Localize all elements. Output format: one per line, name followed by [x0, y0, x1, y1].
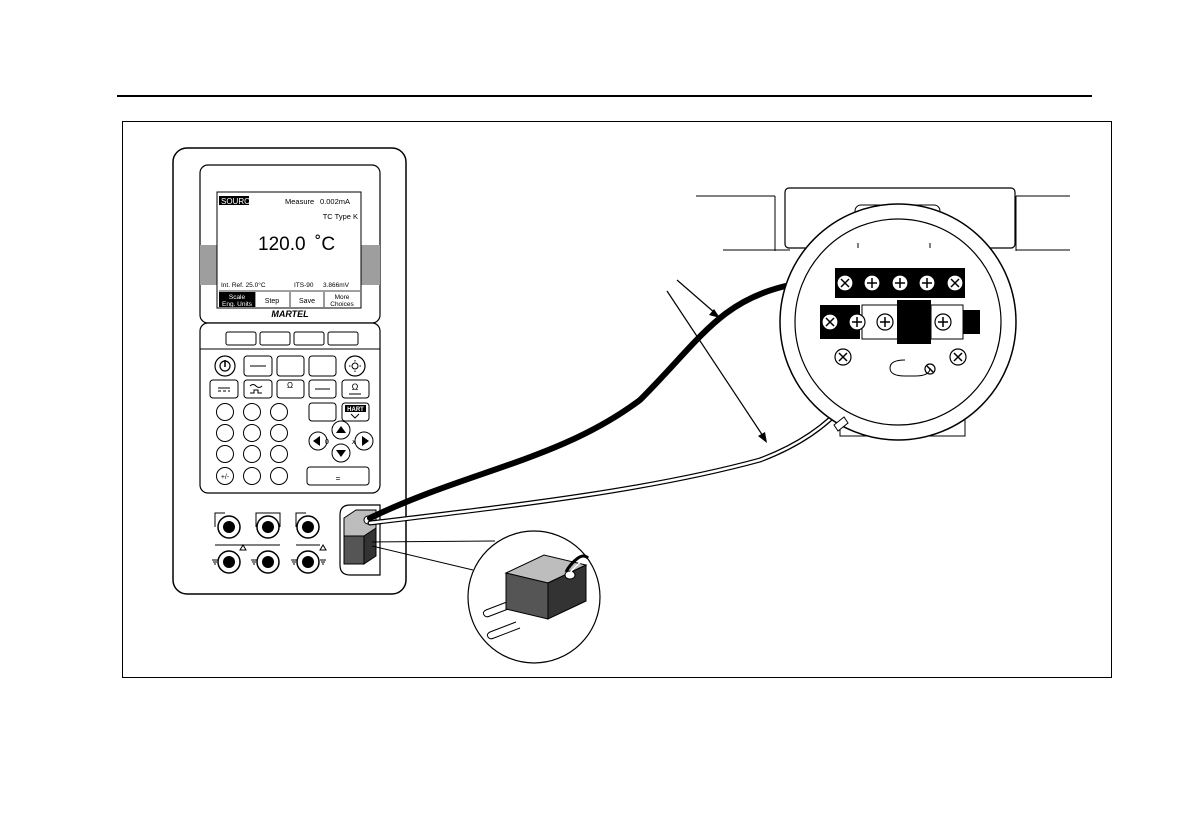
numeric-key[interactable] — [244, 425, 261, 442]
numeric-key[interactable] — [271, 425, 288, 442]
softkey-4-line1: More — [335, 294, 350, 301]
numeric-key[interactable] — [244, 404, 261, 421]
numeric-key[interactable] — [271, 468, 288, 485]
x-symbol: x — [351, 439, 356, 446]
numeric-key[interactable] — [217, 404, 234, 421]
function-key-3[interactable] — [309, 356, 336, 376]
terminal-block-center — [897, 300, 931, 344]
enter-label: = — [336, 474, 341, 483]
numeric-key[interactable] — [244, 446, 261, 463]
mode-tag: SOURCE — [221, 197, 255, 206]
resistance-icon: Ω — [287, 381, 293, 390]
ohm-source-icon: Ω — [352, 382, 359, 392]
softkey-1-line2: Eng. Units — [222, 301, 253, 308]
numeric-key[interactable] — [271, 404, 288, 421]
int-ref: Int. Ref. 25.0°C — [221, 281, 266, 289]
softkey-3-button[interactable] — [294, 332, 324, 345]
softkey-1-button[interactable] — [226, 332, 256, 345]
tc-type: TC Type K — [323, 212, 358, 221]
pointer-arrows — [667, 280, 767, 443]
hart-label: HART — [347, 407, 364, 413]
softkey-2-label: Step — [265, 298, 280, 305]
brand-logo: MARTEL — [271, 309, 308, 319]
function-key-2[interactable] — [277, 356, 304, 376]
plus-minus-label: +/- — [221, 474, 230, 481]
numeric-key[interactable] — [217, 446, 234, 463]
numeric-key[interactable] — [244, 468, 261, 485]
its-label: ITS-90 — [294, 282, 314, 289]
softkey-4-button[interactable] — [328, 332, 358, 345]
measure-label: Measure — [285, 197, 314, 206]
zero-symbol: 0 — [325, 439, 329, 446]
function-key-5[interactable] — [309, 403, 336, 421]
softkey-3-label: Save — [299, 298, 315, 305]
measure-value: 0.002mA — [320, 197, 350, 206]
numeric-key[interactable] — [271, 446, 288, 463]
softkey-4-line2: Choices — [330, 301, 354, 308]
main-value: 120.0 — [258, 234, 306, 255]
dc-button[interactable] — [210, 380, 238, 398]
softkey-2-button[interactable] — [260, 332, 290, 345]
ac-button[interactable] — [244, 380, 272, 398]
mv-value: 3.866mV — [323, 282, 350, 289]
main-unit: ˚C — [315, 234, 335, 255]
backlight-button[interactable] — [345, 356, 365, 376]
transmitter — [696, 188, 1070, 440]
softkey-1-line1: Scale — [229, 294, 246, 301]
numeric-key[interactable] — [217, 425, 234, 442]
